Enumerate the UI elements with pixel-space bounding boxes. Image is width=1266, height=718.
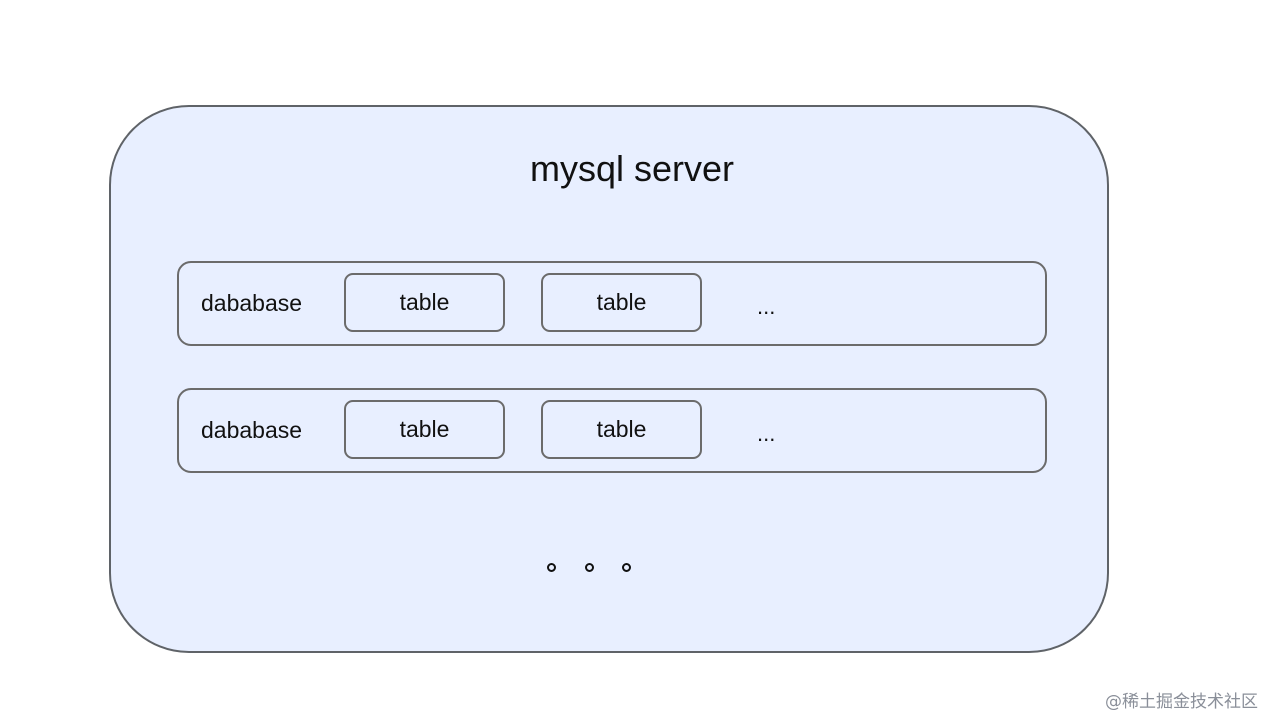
table-box: table bbox=[344, 273, 505, 332]
table-box: table bbox=[541, 400, 702, 459]
table-box: table bbox=[541, 273, 702, 332]
more-tables-ellipsis: ... bbox=[757, 294, 776, 319]
dot-mark bbox=[547, 563, 556, 572]
table-box: table bbox=[344, 400, 505, 459]
database-row: dababase table table ... bbox=[177, 388, 1047, 473]
dot-mark bbox=[585, 563, 594, 572]
more-databases-dots bbox=[547, 559, 647, 579]
more-tables-ellipsis: ... bbox=[757, 421, 776, 446]
database-label: dababase bbox=[201, 417, 303, 443]
mysql-server-container: mysql server dababase table table ... da… bbox=[109, 105, 1109, 653]
dot-mark bbox=[622, 563, 631, 572]
database-label: dababase bbox=[201, 290, 303, 316]
server-title: mysql server bbox=[529, 148, 735, 189]
database-row: dababase table table ... bbox=[177, 261, 1047, 346]
watermark: @稀土掘金技术社区 bbox=[1105, 692, 1258, 712]
